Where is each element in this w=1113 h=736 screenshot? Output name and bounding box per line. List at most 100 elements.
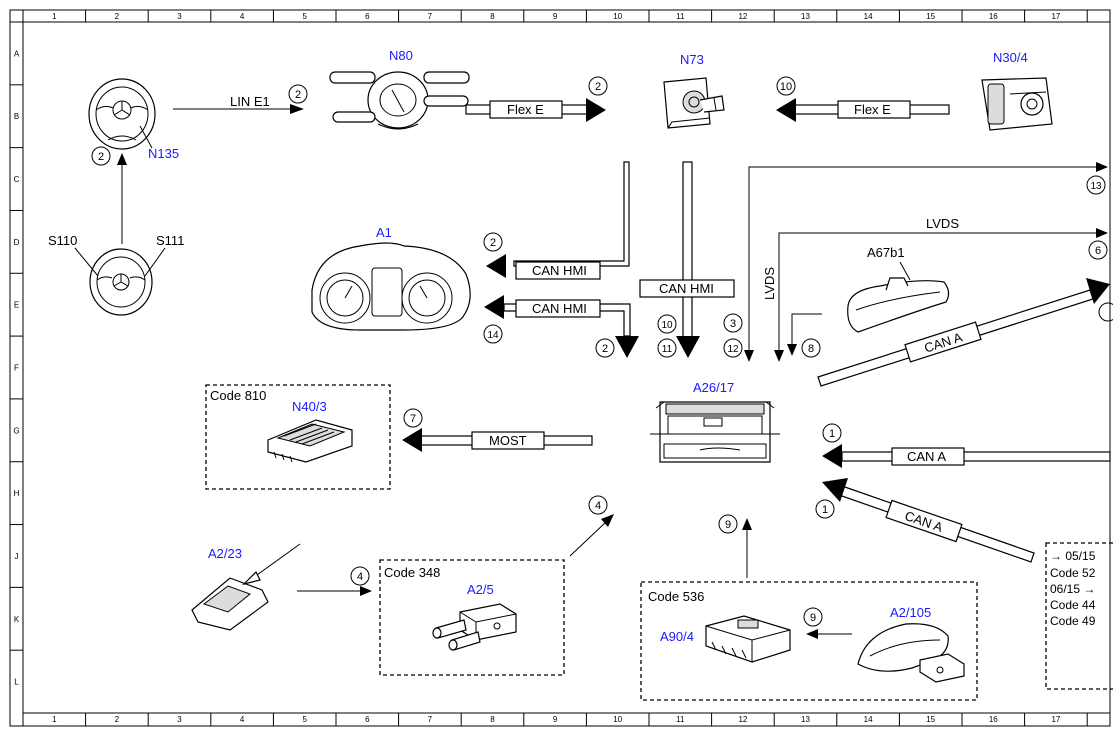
svg-text:2: 2 [602,343,608,355]
column-label: 13 [801,715,810,724]
marker-9a: 9 [718,514,738,534]
column-label: 14 [864,12,873,21]
column-label: 8 [490,715,495,724]
svg-text:6: 6 [1095,245,1101,257]
can-a-bus-middle [822,444,1111,468]
right-box-line-3: 06/15 → [1050,582,1095,596]
label-s111: S111 [156,233,184,248]
steering-wheel-n135 [88,78,156,150]
label-a67b1: A67b1 [867,245,905,260]
marker-canhmi1: 2 [483,232,503,252]
svg-text:1: 1 [822,504,828,516]
label-a1: A1 [376,225,392,240]
column-label: 10 [613,715,622,724]
svg-text:9: 9 [725,519,731,531]
marker-3: 3 [723,313,743,333]
svg-text:4: 4 [595,500,601,512]
column-label: 15 [926,12,935,21]
label-can-hmi-1: CAN HMI [532,263,587,278]
arrow-a2-105-to-a90-4 [806,629,852,639]
column-label: 3 [177,715,182,724]
marker-canhmi2: 14 [483,324,503,344]
a2-105-antenna [857,623,965,683]
row-label: K [14,615,20,624]
label-n73: N73 [680,52,704,67]
label-can-a-mid: CAN A [907,449,946,464]
n30-4-esp-control-unit [981,77,1053,131]
lin-e1-connection [173,104,304,114]
svg-text:2: 2 [295,89,301,101]
row-label: L [14,678,19,687]
svg-text:2: 2 [98,151,104,163]
label-a90-4: A90/4 [660,629,694,644]
svg-text:4: 4 [357,571,363,583]
label-a26-17: A26/17 [693,380,734,395]
diagram-frame: 1122334455667788991010111112121313141415… [9,9,1111,727]
right-box-line-2: Code 52 [1050,566,1096,580]
svg-text:12: 12 [727,344,739,355]
marker-7: 7 [403,408,423,428]
marker-10: 10 [657,314,677,334]
can-a-bus-lower: CAN A [822,478,1035,563]
column-label: 10 [613,12,622,21]
column-label: 17 [1051,12,1060,21]
svg-text:14: 14 [487,330,499,341]
label-a2-5: A2/5 [467,582,494,597]
connection-to-13: 13 [744,162,1108,362]
label-code-348: Code 348 [384,565,440,580]
column-label: 4 [240,715,245,724]
column-label: 12 [738,12,747,21]
marker-9b: 9 [803,607,823,627]
code-810-box [205,384,391,490]
label-n30-4: N30/4 [993,50,1028,65]
arrow-s110-to-n135 [117,153,127,244]
a90-4-control-unit [705,615,791,663]
svg-text:2: 2 [490,237,496,249]
svg-text:11: 11 [662,344,673,355]
row-label: J [15,552,19,561]
right-box-line-4: Code 44 [1050,598,1096,612]
marker-12: 12 [723,338,743,358]
label-n40-3: N40/3 [292,399,327,414]
marker-flex-right: 10 [776,76,796,96]
connection-8: 8 [787,313,822,358]
column-label: 11 [676,12,685,21]
a2-5-antenna-amplifier [432,603,517,651]
right-box-line-5: Code 49 [1050,614,1096,628]
column-label: 16 [989,715,998,724]
label-flex-e-right: Flex E [854,102,891,117]
can-hmi-bus-2 [484,295,639,358]
column-label: 7 [428,715,433,724]
a67b1-camera [847,277,950,333]
a1-instrument-cluster [311,242,471,331]
label-can-hmi-2: CAN HMI [532,301,587,316]
marker-4a: 4 [350,566,370,586]
marker-4b: 4 [588,495,608,515]
marker-down2: 2 [595,338,615,358]
row-label: E [14,301,19,310]
code-348-box [379,559,565,676]
column-label: 14 [864,715,873,724]
can-hmi-bus-1 [486,161,630,280]
arrow-a2-23-to-a2-5 [297,586,372,596]
svg-text:3: 3 [730,318,736,330]
code-box-right [1045,542,1113,690]
label-most: MOST [489,433,527,448]
label-n80: N80 [389,48,413,63]
lvds-connection: 6 [774,228,1108,362]
label-lin-e1: LIN E1 [230,94,270,109]
label-a2-105: A2/105 [890,605,931,620]
n80-steering-column-module [329,71,470,130]
label-s110: S110 [48,233,77,248]
arrow-code-536-to-a26-17 [742,518,752,578]
marker-n135: 2 [91,146,111,166]
column-label: 6 [365,715,370,724]
flex-e-connection-right [776,98,950,122]
svg-text:13: 13 [1090,181,1102,192]
column-label: 8 [490,12,495,21]
n40-3-amplifier [267,419,353,463]
label-code-536: Code 536 [648,589,704,604]
column-label: 4 [240,12,245,21]
label-lvds-v: LVDS [762,267,777,300]
